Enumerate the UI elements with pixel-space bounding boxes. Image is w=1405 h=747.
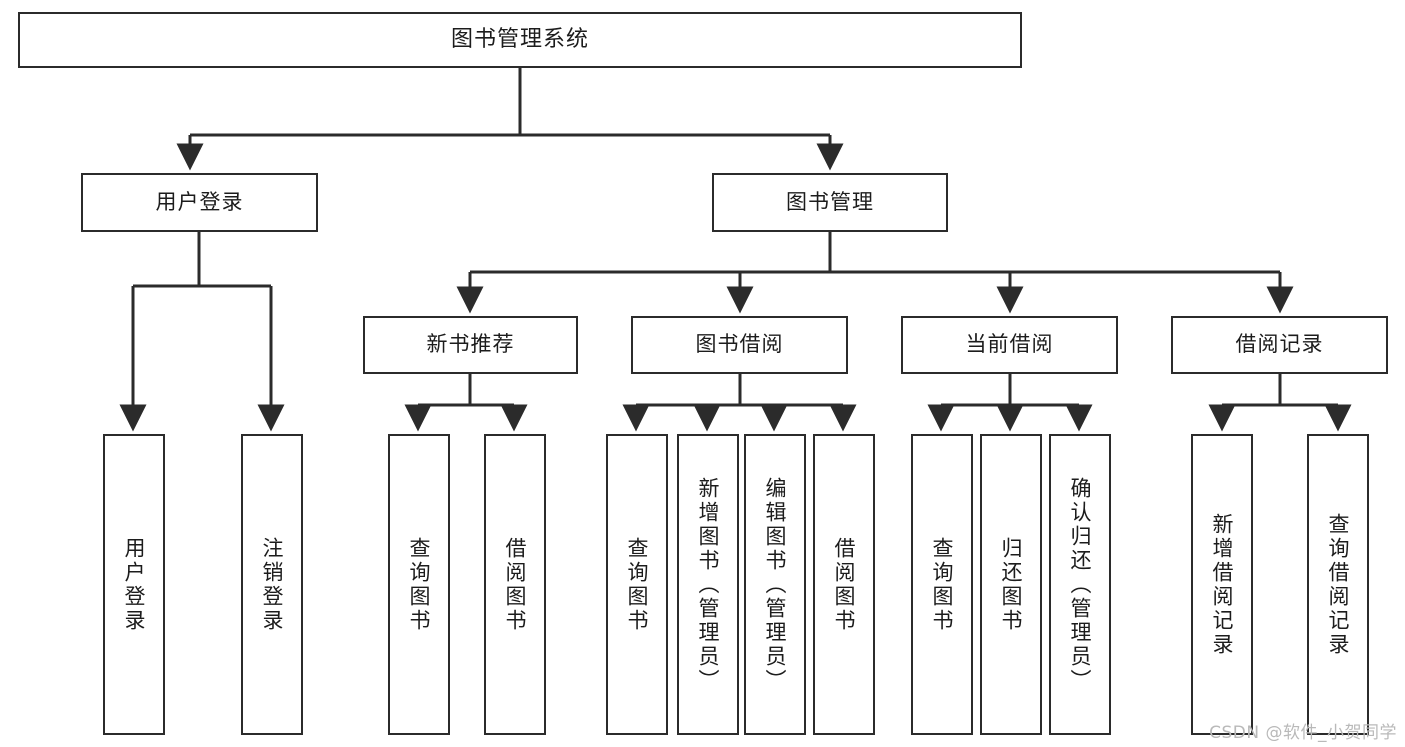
node-book-borrow[interactable]: 图书借阅 xyxy=(631,316,848,374)
node-book-borrow-label: 图书借阅 xyxy=(695,332,784,357)
leaf-query-book-2[interactable]: 查询图书 xyxy=(606,434,668,735)
leaf-return-book-label: 归还图书 xyxy=(999,536,1024,633)
node-new-book-recommend[interactable]: 新书推荐 xyxy=(363,316,578,374)
leaf-add-book-label: 新增图书（管理员） xyxy=(696,476,721,693)
node-root[interactable]: 图书管理系统 xyxy=(18,12,1022,68)
leaf-borrow-book-2-label: 借阅图书 xyxy=(832,536,857,633)
node-user-login-label: 用户登录 xyxy=(155,189,244,214)
node-new-book-recommend-label: 新书推荐 xyxy=(426,332,515,357)
leaf-logout-login[interactable]: 注销登录 xyxy=(241,434,303,735)
leaf-edit-book[interactable]: 编辑图书（管理员） xyxy=(744,434,806,735)
leaf-confirm-return-label: 确认归还（管理员） xyxy=(1068,476,1093,693)
leaf-query-book-1[interactable]: 查询图书 xyxy=(388,434,450,735)
node-borrow-record-label: 借阅记录 xyxy=(1235,332,1324,357)
leaf-query-book-3-label: 查询图书 xyxy=(930,536,955,633)
node-book-manage[interactable]: 图书管理 xyxy=(712,173,948,232)
node-user-login[interactable]: 用户登录 xyxy=(81,173,318,232)
node-borrow-record[interactable]: 借阅记录 xyxy=(1171,316,1388,374)
leaf-edit-book-label: 编辑图书（管理员） xyxy=(763,476,788,693)
leaf-borrow-book-2[interactable]: 借阅图书 xyxy=(813,434,875,735)
leaf-query-record[interactable]: 查询借阅记录 xyxy=(1307,434,1369,735)
node-current-borrow-label: 当前借阅 xyxy=(965,332,1054,357)
leaf-confirm-return[interactable]: 确认归还（管理员） xyxy=(1049,434,1111,735)
leaf-add-record-label: 新增借阅记录 xyxy=(1210,512,1235,657)
leaf-query-book-1-label: 查询图书 xyxy=(407,536,432,633)
leaf-logout-login-label: 注销登录 xyxy=(260,536,285,633)
leaf-borrow-book-1-label: 借阅图书 xyxy=(503,536,528,633)
leaf-query-book-2-label: 查询图书 xyxy=(625,536,650,633)
leaf-query-record-label: 查询借阅记录 xyxy=(1326,512,1351,657)
leaf-return-book[interactable]: 归还图书 xyxy=(980,434,1042,735)
node-book-manage-label: 图书管理 xyxy=(786,189,874,214)
leaf-add-record[interactable]: 新增借阅记录 xyxy=(1191,434,1253,735)
leaf-user-login-label: 用户登录 xyxy=(122,536,147,633)
leaf-borrow-book-1[interactable]: 借阅图书 xyxy=(484,434,546,735)
watermark: CSDN @软件_小贺同学 xyxy=(1209,723,1397,743)
leaf-query-book-3[interactable]: 查询图书 xyxy=(911,434,973,735)
node-root-label: 图书管理系统 xyxy=(450,26,589,52)
node-current-borrow[interactable]: 当前借阅 xyxy=(901,316,1118,374)
leaf-user-login[interactable]: 用户登录 xyxy=(103,434,165,735)
leaf-add-book[interactable]: 新增图书（管理员） xyxy=(677,434,739,735)
